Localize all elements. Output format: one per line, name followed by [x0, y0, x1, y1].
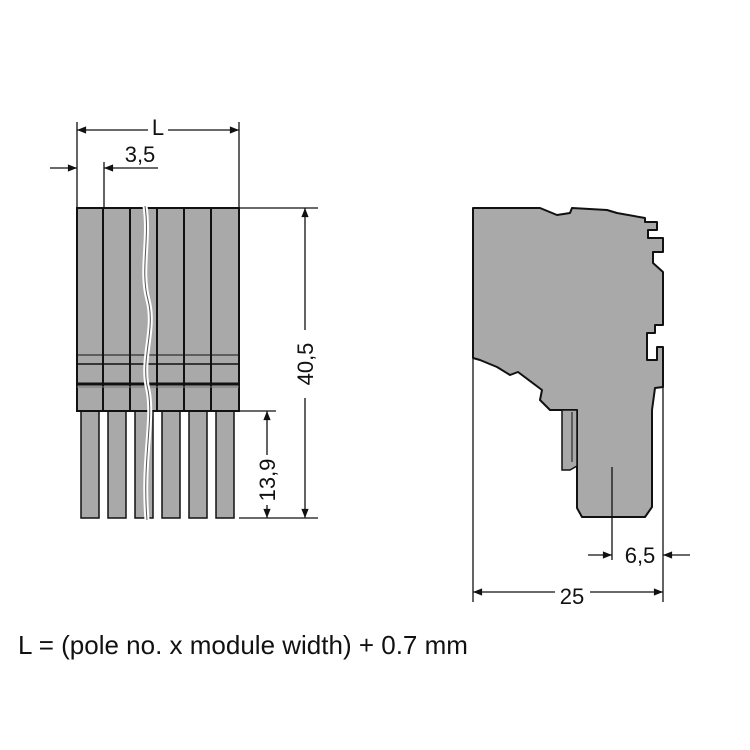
dim-pin-length-label: 13,9 [255, 459, 280, 502]
side-dimensions [472, 358, 690, 602]
front-dimensions [50, 122, 318, 519]
front-view [76, 205, 240, 521]
latch-clip [561, 409, 578, 471]
side-view [472, 207, 664, 518]
dim-height-label: 40,5 [293, 343, 318, 386]
pin [80, 410, 100, 519]
length-formula: L = (pole no. x module width) + 0.7 mm [18, 630, 468, 660]
pin [188, 410, 208, 519]
break-line-edge [144, 205, 151, 521]
connector-side-body [472, 207, 664, 518]
pin [215, 410, 235, 519]
dim-pitch-label: 3,5 [125, 142, 156, 167]
dim-length-label: L [152, 115, 164, 140]
pin [161, 410, 181, 519]
pin [107, 410, 127, 519]
dim-offset-label: 6,5 [625, 543, 656, 568]
dim-depth-label: 25 [560, 584, 584, 609]
